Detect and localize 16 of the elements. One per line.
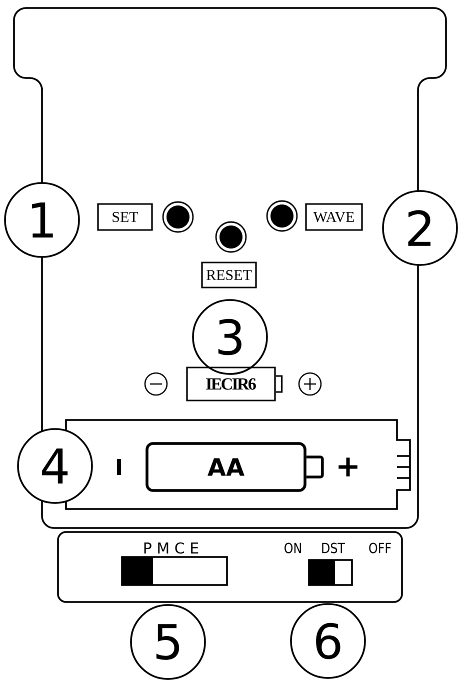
button-label: WAVE bbox=[305, 203, 363, 231]
button-label: SET bbox=[97, 203, 153, 231]
polarity-mark: I bbox=[116, 458, 122, 476]
battery: AA bbox=[146, 442, 324, 492]
callout-number: 4 bbox=[17, 428, 93, 504]
switch-label: ON bbox=[284, 542, 301, 554]
callout-number: 2 bbox=[382, 190, 458, 266]
switch-label: DST bbox=[322, 542, 346, 554]
switch-label: OFF bbox=[369, 542, 391, 554]
switch-label: P M C E bbox=[144, 542, 198, 554]
callout-number: 1 bbox=[4, 182, 80, 258]
callout-number: 6 bbox=[290, 603, 366, 679]
polarity-mark: + bbox=[338, 458, 358, 476]
callout-number: 5 bbox=[130, 604, 206, 680]
callout-number: 3 bbox=[192, 299, 268, 375]
button-label: RESET bbox=[201, 262, 257, 288]
